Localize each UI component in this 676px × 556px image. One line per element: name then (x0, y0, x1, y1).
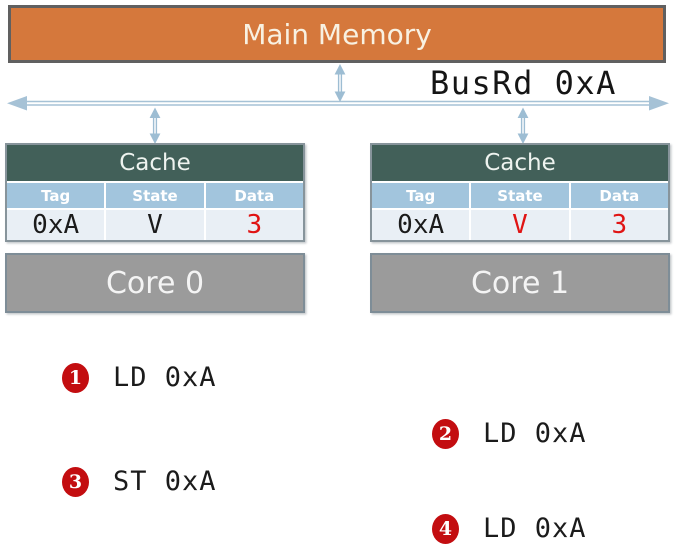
cache1-col-header-state: State (471, 183, 569, 208)
bus-arrowhead-right (649, 96, 669, 111)
core1-box: Core 1 (370, 253, 670, 313)
step-1-operation: LD 0xA (113, 362, 217, 393)
step-3-number-badge: 3 (62, 466, 89, 497)
cache0-state-value: V (106, 210, 204, 240)
step-2-operation: LD 0xA (483, 418, 587, 449)
cache0-entry-row: 0xA V 3 (7, 210, 303, 240)
cache0-tag-value: 0xA (7, 210, 105, 240)
cache0-title: Cache (7, 145, 303, 181)
core1-label: Core 1 (470, 265, 570, 301)
step-1: 1 LD 0xA (62, 362, 217, 393)
bus-cache0-connector-arrow (149, 107, 161, 144)
bus-arrows (7, 64, 669, 144)
cache1-column-headers: Tag State Data (372, 183, 668, 208)
bus-label: BusRd 0xA (430, 64, 617, 102)
cache1-title: Cache (372, 145, 668, 181)
bus-line-arrow (24, 100, 652, 106)
cache0-col-header-tag: Tag (7, 183, 105, 208)
cache1-box: Cache Tag State Data 0xA V 3 (370, 143, 670, 242)
cache0-data-value: 3 (205, 210, 303, 240)
step-3-operation: ST 0xA (113, 466, 217, 497)
cache1-tag-value: 0xA (372, 210, 470, 240)
cache1-col-header-data: Data (570, 183, 668, 208)
step-1-number-badge: 1 (62, 362, 89, 393)
step-4: 4 LD 0xA (432, 513, 587, 544)
main-memory-label: Main Memory (242, 17, 432, 51)
step-2: 2 LD 0xA (432, 418, 587, 449)
bus-cache1-connector-arrow (517, 107, 529, 144)
memory-bus-connector-arrow (334, 64, 346, 102)
cache0-box: Cache Tag State Data 0xA V 3 (5, 143, 305, 242)
cache1-data-value: 3 (570, 210, 668, 240)
step-4-operation: LD 0xA (483, 513, 587, 544)
cache1-col-header-tag: Tag (372, 183, 470, 208)
cache1-entry-row: 0xA V 3 (372, 210, 668, 240)
bus-arrowhead-left (7, 96, 27, 111)
cache0-col-header-data: Data (205, 183, 303, 208)
cache0-col-header-state: State (106, 183, 204, 208)
cache1-state-value: V (471, 210, 569, 240)
main-memory-box: Main Memory (8, 5, 666, 63)
core0-box: Core 0 (5, 253, 305, 313)
step-4-number-badge: 4 (432, 513, 459, 544)
core0-label: Core 0 (105, 265, 205, 301)
cache0-column-headers: Tag State Data (7, 183, 303, 208)
step-2-number-badge: 2 (432, 418, 459, 449)
step-3: 3 ST 0xA (62, 466, 217, 497)
